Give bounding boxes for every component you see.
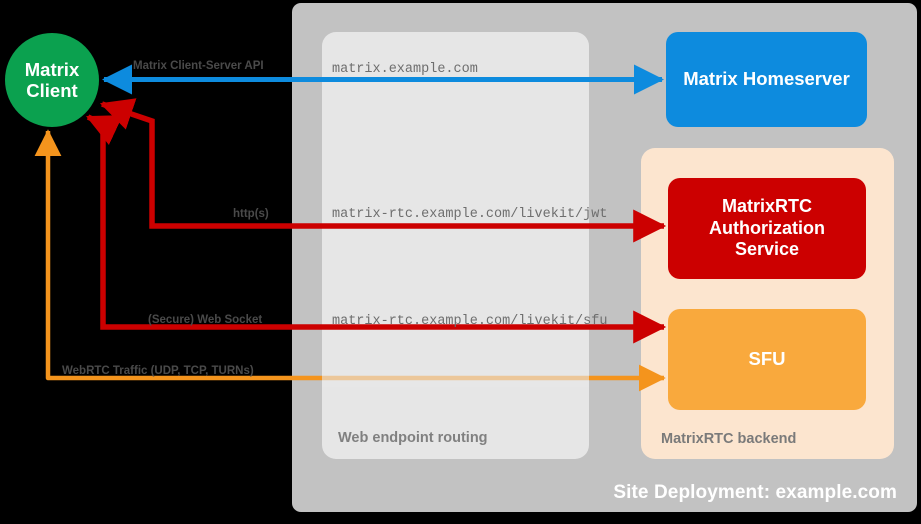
site-deployment-label: Site Deployment: example.com xyxy=(613,482,897,503)
connector-label-webrtc-traffic: WebRTC Traffic (UDP, TCP, TURNs) xyxy=(62,365,254,377)
node-auth-line3: Service xyxy=(734,239,800,260)
routing-box-overlay-orange xyxy=(322,370,589,387)
web-endpoint-routing-label: Web endpoint routing xyxy=(338,430,488,446)
node-sfu-label: SFU xyxy=(748,348,786,370)
connector-label-https: http(s) xyxy=(233,208,269,220)
endpoint-livekit-jwt: matrix-rtc.example.com/livekit/jwt xyxy=(332,207,608,222)
matrixrtc-backend-label: MatrixRTC backend xyxy=(661,431,797,447)
connector-label-web-socket: (Secure) Web Socket xyxy=(148,314,263,326)
endpoint-livekit-sfu: matrix-rtc.example.com/livekit/sfu xyxy=(332,314,608,329)
node-auth-line2: Authorization xyxy=(709,217,825,238)
node-auth-line1: MatrixRTC xyxy=(721,196,812,217)
connector-web-socket-sfu xyxy=(86,114,667,344)
connector-label-client-server-api: Matrix Client-Server API xyxy=(133,60,264,72)
node-matrix-homeserver-label: Matrix Homeserver xyxy=(683,68,850,90)
connector-webrtc-traffic xyxy=(34,129,666,392)
node-matrix-homeserver[interactable]: Matrix Homeserver xyxy=(666,32,867,127)
node-matrixrtc-authorization-service[interactable]: MatrixRTC Authorization Service xyxy=(668,178,866,279)
node-sfu[interactable]: SFU xyxy=(668,309,866,410)
node-matrix-client-line1: Matrix xyxy=(24,58,80,80)
endpoint-matrix-example-com: matrix.example.com xyxy=(332,62,478,77)
node-matrix-client-line2: Client xyxy=(26,80,78,101)
node-matrix-client[interactable]: Matrix Client xyxy=(5,33,99,127)
